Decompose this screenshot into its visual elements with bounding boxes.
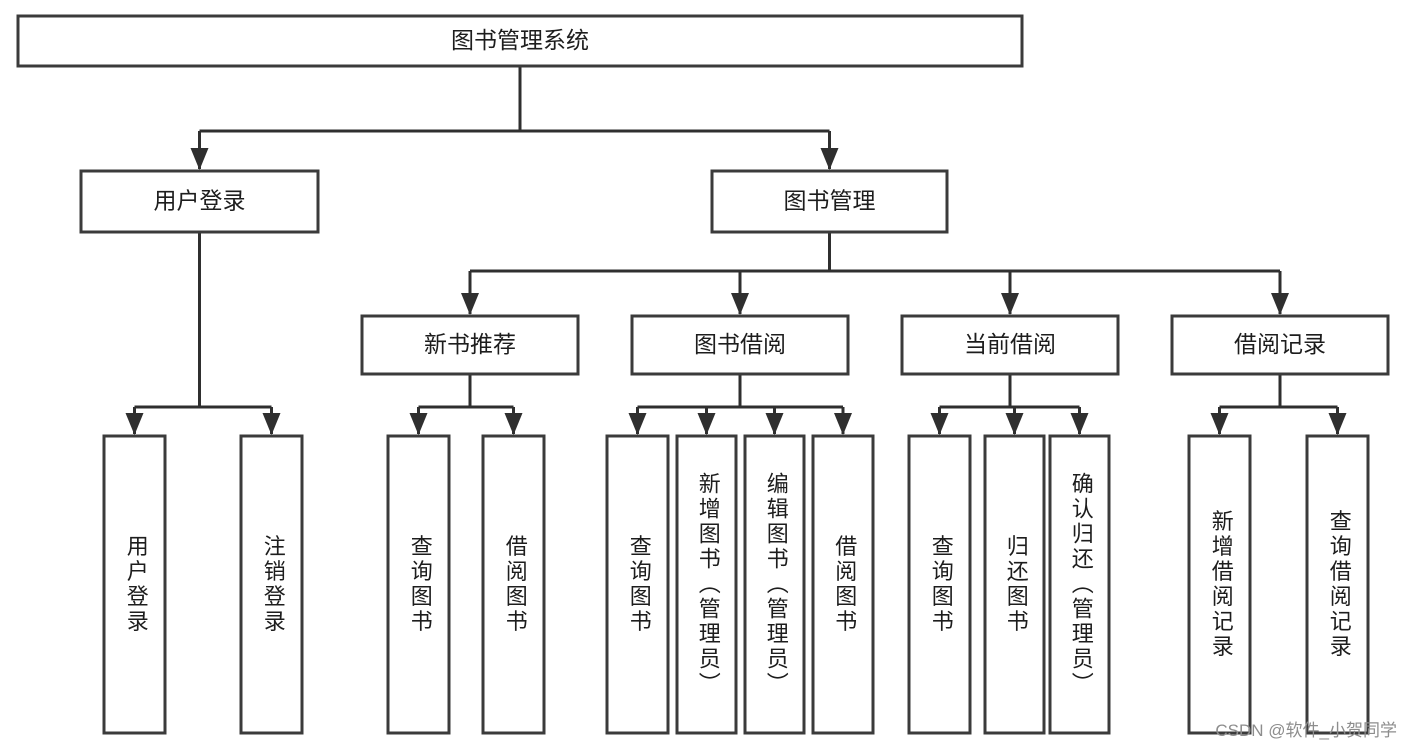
arrow-head-icon-leaf-edit-book xyxy=(765,413,784,435)
arrow-head-icon-leaf-query-book-3 xyxy=(930,413,949,435)
node-leaf-user-logout-label: 注销登录 xyxy=(261,535,286,635)
node-leaf-query-book-1-box[interactable] xyxy=(386,434,451,735)
arrow-head-icon-borrow-record xyxy=(1271,293,1289,315)
node-book-manage[interactable]: 图书管理 xyxy=(710,169,949,234)
arrow-head-icon-leaf-query-record xyxy=(1328,413,1347,435)
node-leaf-add-record-box[interactable] xyxy=(1187,434,1252,735)
arrow-head-icon-leaf-return-book xyxy=(1005,413,1024,435)
node-leaf-borrow-book-2-label: 借阅图书 xyxy=(832,535,857,635)
node-leaf-query-book-3[interactable]: 查询图书 xyxy=(907,434,972,735)
node-leaf-borrow-book-1-box[interactable] xyxy=(481,434,546,735)
node-leaf-add-record[interactable]: 新增借阅记录 xyxy=(1187,434,1252,735)
arrow-head-icon-leaf-borrow-book-1 xyxy=(504,413,523,435)
node-leaf-borrow-book-2-box[interactable] xyxy=(811,434,875,735)
node-leaf-query-book-2-box[interactable] xyxy=(605,434,670,735)
connector-layer xyxy=(125,66,1347,435)
arrow-head-icon-leaf-add-record xyxy=(1210,413,1229,435)
node-book-borrow[interactable]: 图书借阅 xyxy=(630,314,850,376)
node-leaf-query-record-label: 查询借阅记录 xyxy=(1327,510,1352,660)
arrow-head-icon-leaf-user-login xyxy=(125,413,144,435)
node-leaf-edit-book[interactable]: 编辑图书（管理员） xyxy=(743,434,806,735)
node-leaf-confirm-return-label: 确认归还（管理员） xyxy=(1069,472,1094,697)
node-leaf-add-record-label: 新增借阅记录 xyxy=(1209,510,1234,660)
node-leaf-add-book-box[interactable] xyxy=(675,434,738,735)
arrow-head-icon-leaf-add-book xyxy=(697,413,716,435)
node-leaf-user-login-label: 用户登录 xyxy=(124,535,149,635)
node-borrow-record-label: 借阅记录 xyxy=(1234,331,1326,357)
node-current-borrow-label: 当前借阅 xyxy=(964,331,1056,357)
node-user-login-label: 用户登录 xyxy=(154,188,246,214)
node-leaf-query-book-3-box[interactable] xyxy=(907,434,972,735)
node-book-borrow-box[interactable] xyxy=(630,314,850,376)
arrow-head-icon-leaf-borrow-book-2 xyxy=(834,413,852,435)
node-current-borrow-box[interactable] xyxy=(900,314,1120,376)
node-borrow-record-box[interactable] xyxy=(1170,314,1390,376)
node-leaf-user-login-box[interactable] xyxy=(102,434,167,735)
node-leaf-add-book-label: 新增图书（管理员） xyxy=(696,472,721,697)
node-user-login-box[interactable] xyxy=(79,169,320,234)
node-leaf-borrow-book-1-label: 借阅图书 xyxy=(503,535,528,635)
node-leaf-user-logout[interactable]: 注销登录 xyxy=(239,434,304,735)
node-leaf-borrow-book-1[interactable]: 借阅图书 xyxy=(481,434,546,735)
node-leaf-confirm-return[interactable]: 确认归还（管理员） xyxy=(1048,434,1111,735)
node-leaf-add-book[interactable]: 新增图书（管理员） xyxy=(675,434,738,735)
node-book-manage-label: 图书管理 xyxy=(784,188,876,214)
node-borrow-record[interactable]: 借阅记录 xyxy=(1170,314,1390,376)
node-leaf-query-book-3-label: 查询图书 xyxy=(929,535,954,635)
node-book-borrow-label: 图书借阅 xyxy=(694,331,786,357)
node-leaf-edit-book-box[interactable] xyxy=(743,434,806,735)
node-book-manage-box[interactable] xyxy=(710,169,949,234)
arrow-head-icon-new-book-recommend xyxy=(461,293,479,315)
arrow-head-icon-book-manage xyxy=(820,148,839,170)
node-root-label: 图书管理系统 xyxy=(451,27,589,53)
node-root-box[interactable] xyxy=(16,14,1024,68)
node-leaf-query-book-1[interactable]: 查询图书 xyxy=(386,434,451,735)
node-leaf-query-book-2-label: 查询图书 xyxy=(627,535,652,635)
node-layer: 图书管理系统用户登录图书管理新书推荐图书借阅当前借阅借阅记录用户登录注销登录查询… xyxy=(16,14,1390,735)
arrow-head-icon-leaf-query-book-2 xyxy=(628,413,647,435)
node-new-book-recommend[interactable]: 新书推荐 xyxy=(360,314,580,376)
node-leaf-query-book-1-label: 查询图书 xyxy=(408,535,433,635)
node-new-book-recommend-label: 新书推荐 xyxy=(424,331,516,357)
node-current-borrow[interactable]: 当前借阅 xyxy=(900,314,1120,376)
arrow-head-icon-leaf-query-book-1 xyxy=(409,413,428,435)
node-new-book-recommend-box[interactable] xyxy=(360,314,580,376)
node-leaf-query-book-2[interactable]: 查询图书 xyxy=(605,434,670,735)
arrow-head-icon-book-borrow xyxy=(731,293,749,315)
node-leaf-user-logout-box[interactable] xyxy=(239,434,304,735)
arrow-head-icon-leaf-confirm-return xyxy=(1070,413,1089,435)
node-leaf-confirm-return-box[interactable] xyxy=(1048,434,1111,735)
node-leaf-query-record-box[interactable] xyxy=(1305,434,1370,735)
node-leaf-borrow-book-2[interactable]: 借阅图书 xyxy=(811,434,875,735)
watermark-text: CSDN @软件_小贺同学 xyxy=(1215,721,1397,740)
node-leaf-return-book[interactable]: 归还图书 xyxy=(983,434,1046,735)
node-root[interactable]: 图书管理系统 xyxy=(16,14,1024,68)
node-leaf-return-book-label: 归还图书 xyxy=(1004,535,1029,635)
arrow-head-icon-leaf-user-logout xyxy=(262,413,281,435)
arrow-head-icon-current-borrow xyxy=(1001,293,1019,315)
arrow-head-icon-user-login xyxy=(190,148,209,170)
node-leaf-return-book-box[interactable] xyxy=(983,434,1046,735)
node-leaf-edit-book-label: 编辑图书（管理员） xyxy=(764,472,789,697)
node-leaf-user-login[interactable]: 用户登录 xyxy=(102,434,167,735)
node-user-login[interactable]: 用户登录 xyxy=(79,169,320,234)
node-leaf-query-record[interactable]: 查询借阅记录 xyxy=(1305,434,1370,735)
